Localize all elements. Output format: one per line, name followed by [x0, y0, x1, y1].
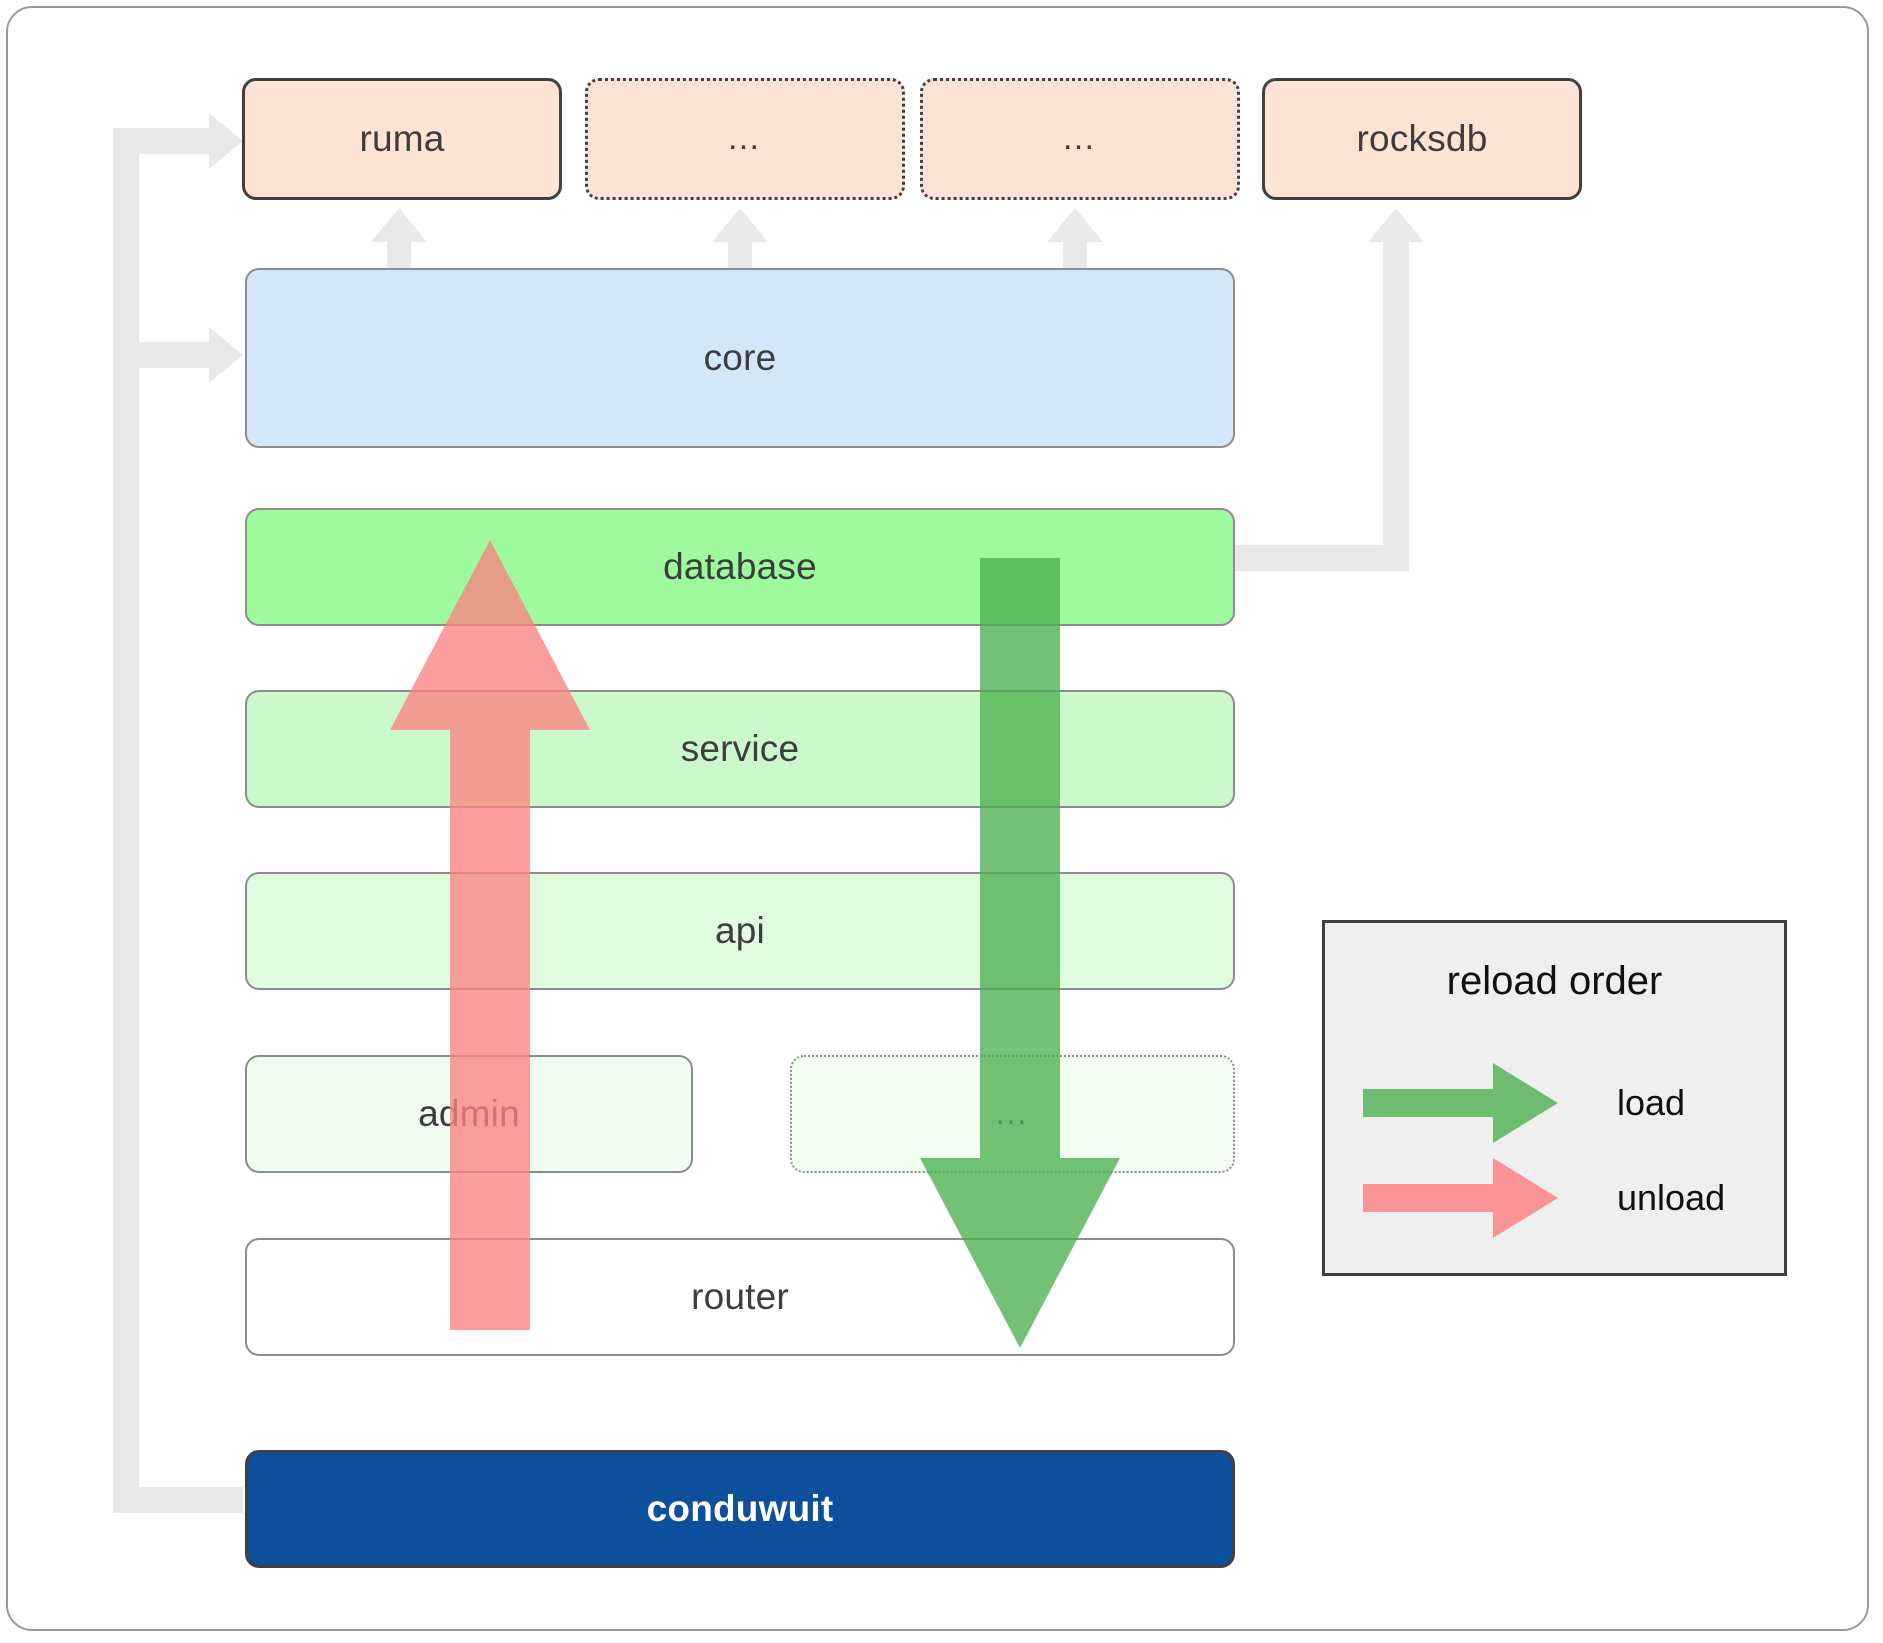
- legend-row-load: load: [1363, 1063, 1685, 1143]
- legend-panel: reload order load unload: [1322, 920, 1787, 1276]
- crate-rocksdb[interactable]: rocksdb: [1262, 78, 1582, 200]
- crate-ext-ellipsis-1-label: …: [726, 119, 764, 158]
- binary-conduwuit-label: conduwuit: [646, 1488, 834, 1529]
- layer-api-label: api: [715, 910, 765, 951]
- connector-db-to-rocksdb-head: [1368, 208, 1424, 242]
- load-flow-arrow: [920, 558, 1120, 1348]
- connector-core-to-ext1-head: [712, 208, 768, 242]
- legend-load-label: load: [1617, 1082, 1686, 1123]
- layer-core-label: core: [703, 337, 777, 378]
- crate-rocksdb-label: rocksdb: [1356, 118, 1488, 159]
- connector-to-core-shaft: [139, 342, 215, 368]
- connector-conduwuit-stub: [113, 1487, 243, 1513]
- connector-db-to-rocksdb-horizontal: [1219, 545, 1409, 571]
- connector-left-spine: [113, 128, 139, 1513]
- legend-row-unload: unload: [1363, 1158, 1725, 1238]
- layer-router[interactable]: router: [245, 1238, 1235, 1356]
- crate-ext-ellipsis-1[interactable]: …: [585, 78, 905, 200]
- connector-to-core-head: [209, 327, 243, 383]
- unload-flow-arrow: [390, 540, 590, 1330]
- layer-api[interactable]: api: [245, 872, 1235, 990]
- connector-core-to-ruma-head: [371, 208, 427, 242]
- binary-conduwuit[interactable]: conduwuit: [245, 1450, 1235, 1568]
- connector-to-ruma-shaft: [139, 128, 215, 154]
- connector-to-ruma-head: [209, 113, 243, 169]
- unload-arrow-icon: [1363, 1158, 1558, 1238]
- layer-database[interactable]: database: [245, 508, 1235, 626]
- connector-db-to-rocksdb-vertical: [1383, 235, 1409, 555]
- layer-core[interactable]: core: [245, 268, 1235, 448]
- layer-database-label: database: [663, 546, 817, 587]
- load-arrow-icon: [1363, 1063, 1558, 1143]
- crate-ext-ellipsis-2[interactable]: …: [920, 78, 1240, 200]
- layer-router-label: router: [691, 1276, 789, 1317]
- crate-ruma-label: ruma: [359, 118, 445, 159]
- crate-ruma[interactable]: ruma: [242, 78, 562, 200]
- legend-unload-label: unload: [1617, 1177, 1726, 1218]
- legend-title: reload order: [1446, 959, 1663, 1003]
- crate-ext-ellipsis-2-label: …: [1061, 119, 1099, 158]
- layer-service-label: service: [680, 728, 800, 769]
- connector-core-to-ext2-head: [1047, 208, 1103, 242]
